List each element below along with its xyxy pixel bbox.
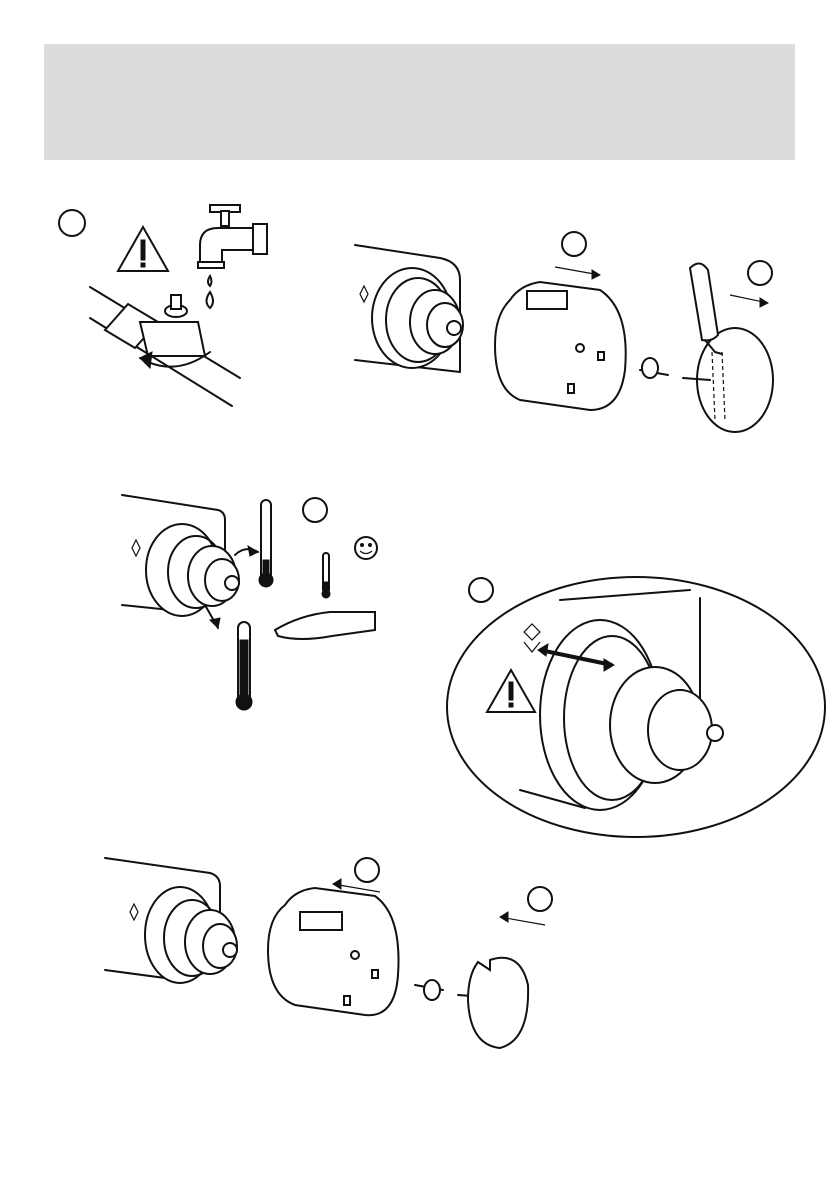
thermometer-icon xyxy=(322,553,330,598)
hand-icon xyxy=(275,612,375,639)
step-2-3-panel xyxy=(355,232,773,432)
step-1-panel xyxy=(59,205,267,406)
warning-triangle-icon xyxy=(118,227,168,271)
step-2-marker xyxy=(562,232,586,256)
screw-icon xyxy=(640,358,668,378)
step-6-marker xyxy=(355,858,379,882)
thermometer-icon xyxy=(236,622,252,710)
step-5-marker xyxy=(469,578,493,602)
screw-icon xyxy=(415,980,443,1000)
thermometer-icon xyxy=(259,500,273,587)
step-3-marker xyxy=(748,261,772,285)
step-6-7-panel xyxy=(105,858,552,1048)
step-7-marker xyxy=(528,887,552,911)
water-tap-icon xyxy=(198,205,267,308)
step-4-marker xyxy=(303,498,327,522)
step-1-marker xyxy=(59,210,85,236)
step-4-panel xyxy=(122,495,377,710)
step-5-panel xyxy=(447,577,825,837)
ball-valve-icon xyxy=(90,287,240,406)
smiley-face-icon xyxy=(355,537,377,559)
